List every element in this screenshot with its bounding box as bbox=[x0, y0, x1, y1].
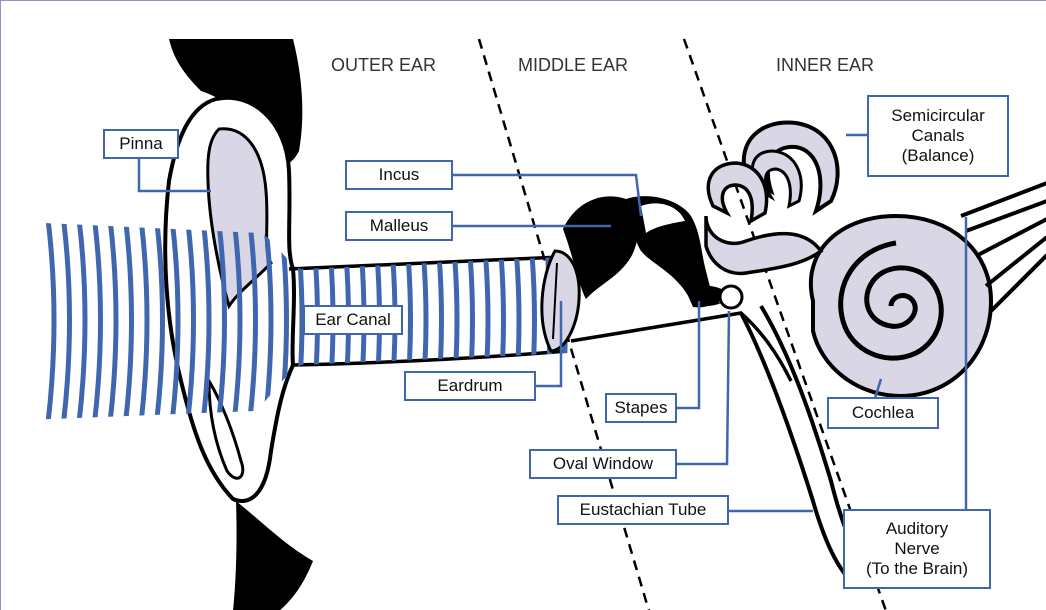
sound-wave-arc bbox=[47, 211, 54, 431]
cochlea-shape bbox=[811, 216, 991, 396]
label-eardrum: Eardrum bbox=[404, 371, 536, 401]
middle-ear-heading: MIDDLE EAR bbox=[518, 55, 628, 75]
label-oval-window: Oval Window bbox=[529, 449, 677, 479]
semicircular-canals-shape bbox=[706, 123, 838, 274]
label-incus: Incus bbox=[345, 160, 453, 190]
outer-ear-heading: OUTER EAR bbox=[331, 55, 436, 75]
sound-wave-arc bbox=[109, 211, 116, 431]
label-stapes: Stapes bbox=[605, 393, 677, 423]
label-cochlea: Cochlea bbox=[827, 397, 939, 429]
semicircular-line-3: (Balance) bbox=[902, 146, 975, 166]
label-eustachian-tube: Eustachian Tube bbox=[557, 495, 729, 525]
oval-window-shape bbox=[720, 286, 742, 308]
auditory-nerve-line-3: (To the Brain) bbox=[866, 559, 968, 579]
label-semicircular-canals: Semicircular Canals (Balance) bbox=[867, 95, 1009, 177]
auditory-nerve-line-1: Auditory bbox=[886, 519, 948, 539]
sound-wave-arc bbox=[78, 211, 85, 431]
label-auditory-nerve: Auditory Nerve (To the Brain) bbox=[843, 509, 991, 589]
sound-wave-arc bbox=[295, 211, 302, 431]
sound-wave-arc bbox=[140, 211, 147, 431]
sound-wave-arc bbox=[125, 211, 132, 431]
auditory-nerve-line-2: Nerve bbox=[894, 539, 939, 559]
semicircular-line-2: Canals bbox=[912, 126, 965, 146]
semicircular-line-1: Semicircular bbox=[891, 106, 985, 126]
sound-wave-arc bbox=[63, 211, 70, 431]
label-pinna: Pinna bbox=[103, 129, 179, 159]
label-malleus: Malleus bbox=[345, 211, 453, 241]
sound-wave-arc bbox=[94, 211, 101, 431]
sound-wave-arc bbox=[156, 211, 163, 431]
inner-ear-heading: INNER EAR bbox=[776, 55, 874, 75]
label-ear-canal: Ear Canal bbox=[303, 305, 403, 335]
neck-shape bbox=[233, 501, 313, 610]
